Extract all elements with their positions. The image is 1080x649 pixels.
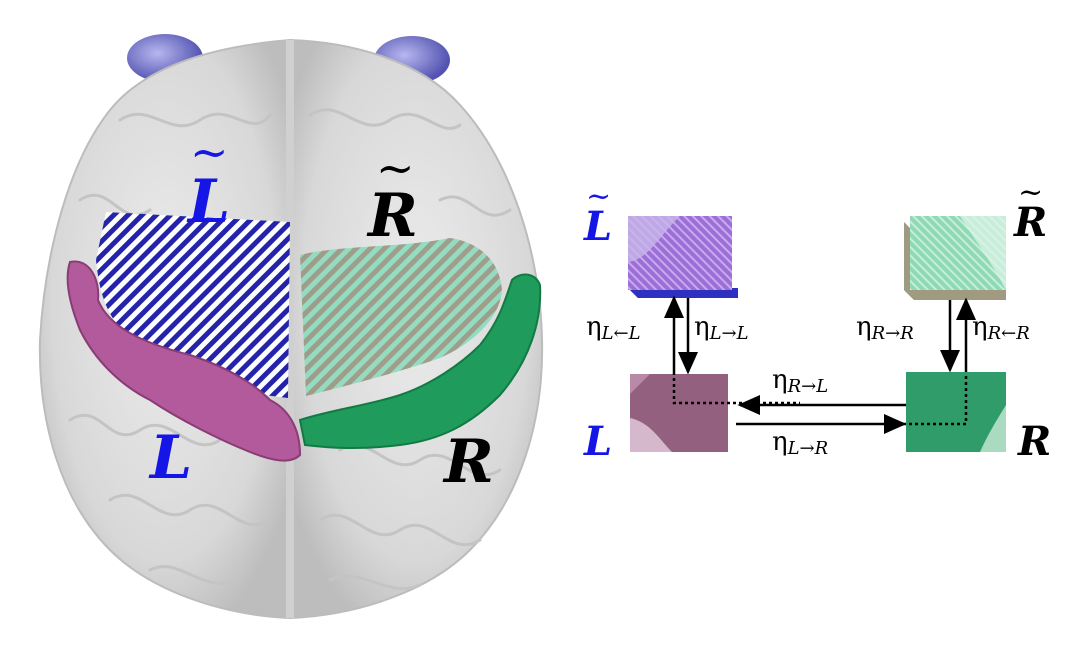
eta-ltilde-from-l: ηL←L [586,312,641,344]
brain-label-left: L [148,423,192,493]
left-region [66,260,302,462]
dotted-path-left [672,378,800,405]
node-box-right-tilde [904,216,1006,300]
coupling-schematic: L ~ R ~ L R [583,175,1051,465]
eta-l-to-r: ηL→R [772,427,828,459]
node-box-right [906,372,1006,452]
eta-ltilde-to-l: ηL→L [694,312,749,344]
node-label-left: L [583,418,612,465]
node-box-left-tilde [628,216,738,298]
eta-r-to-l: ηR→L [772,365,828,397]
eta-rtilde-from-r: ηR←R [972,312,1030,344]
brain-label-left-tilde-accent: ~ [190,125,229,179]
node-label-left-tilde-accent: ~ [586,179,611,214]
dotted-path-right [900,376,968,426]
node-label-right-tilde: R [1013,199,1047,246]
node-label-right-tilde-accent: ~ [1018,175,1043,210]
brain-label-left-tilde: L [186,167,230,237]
right-tilde-region [300,238,502,396]
brain-label-right-tilde-accent: ~ [376,141,415,195]
node-box-left [630,374,728,452]
brain-label-right: R [442,427,494,497]
brain-label-right-tilde: R [366,181,418,251]
left-tilde-region [96,212,290,398]
right-region [298,273,542,450]
node-label-left-tilde: L [583,203,612,250]
node-label-right: R [1017,418,1051,465]
brain-illustration: L ~ R ~ L R [38,34,544,620]
eta-rtilde-to-r: ηR→R [856,312,914,344]
